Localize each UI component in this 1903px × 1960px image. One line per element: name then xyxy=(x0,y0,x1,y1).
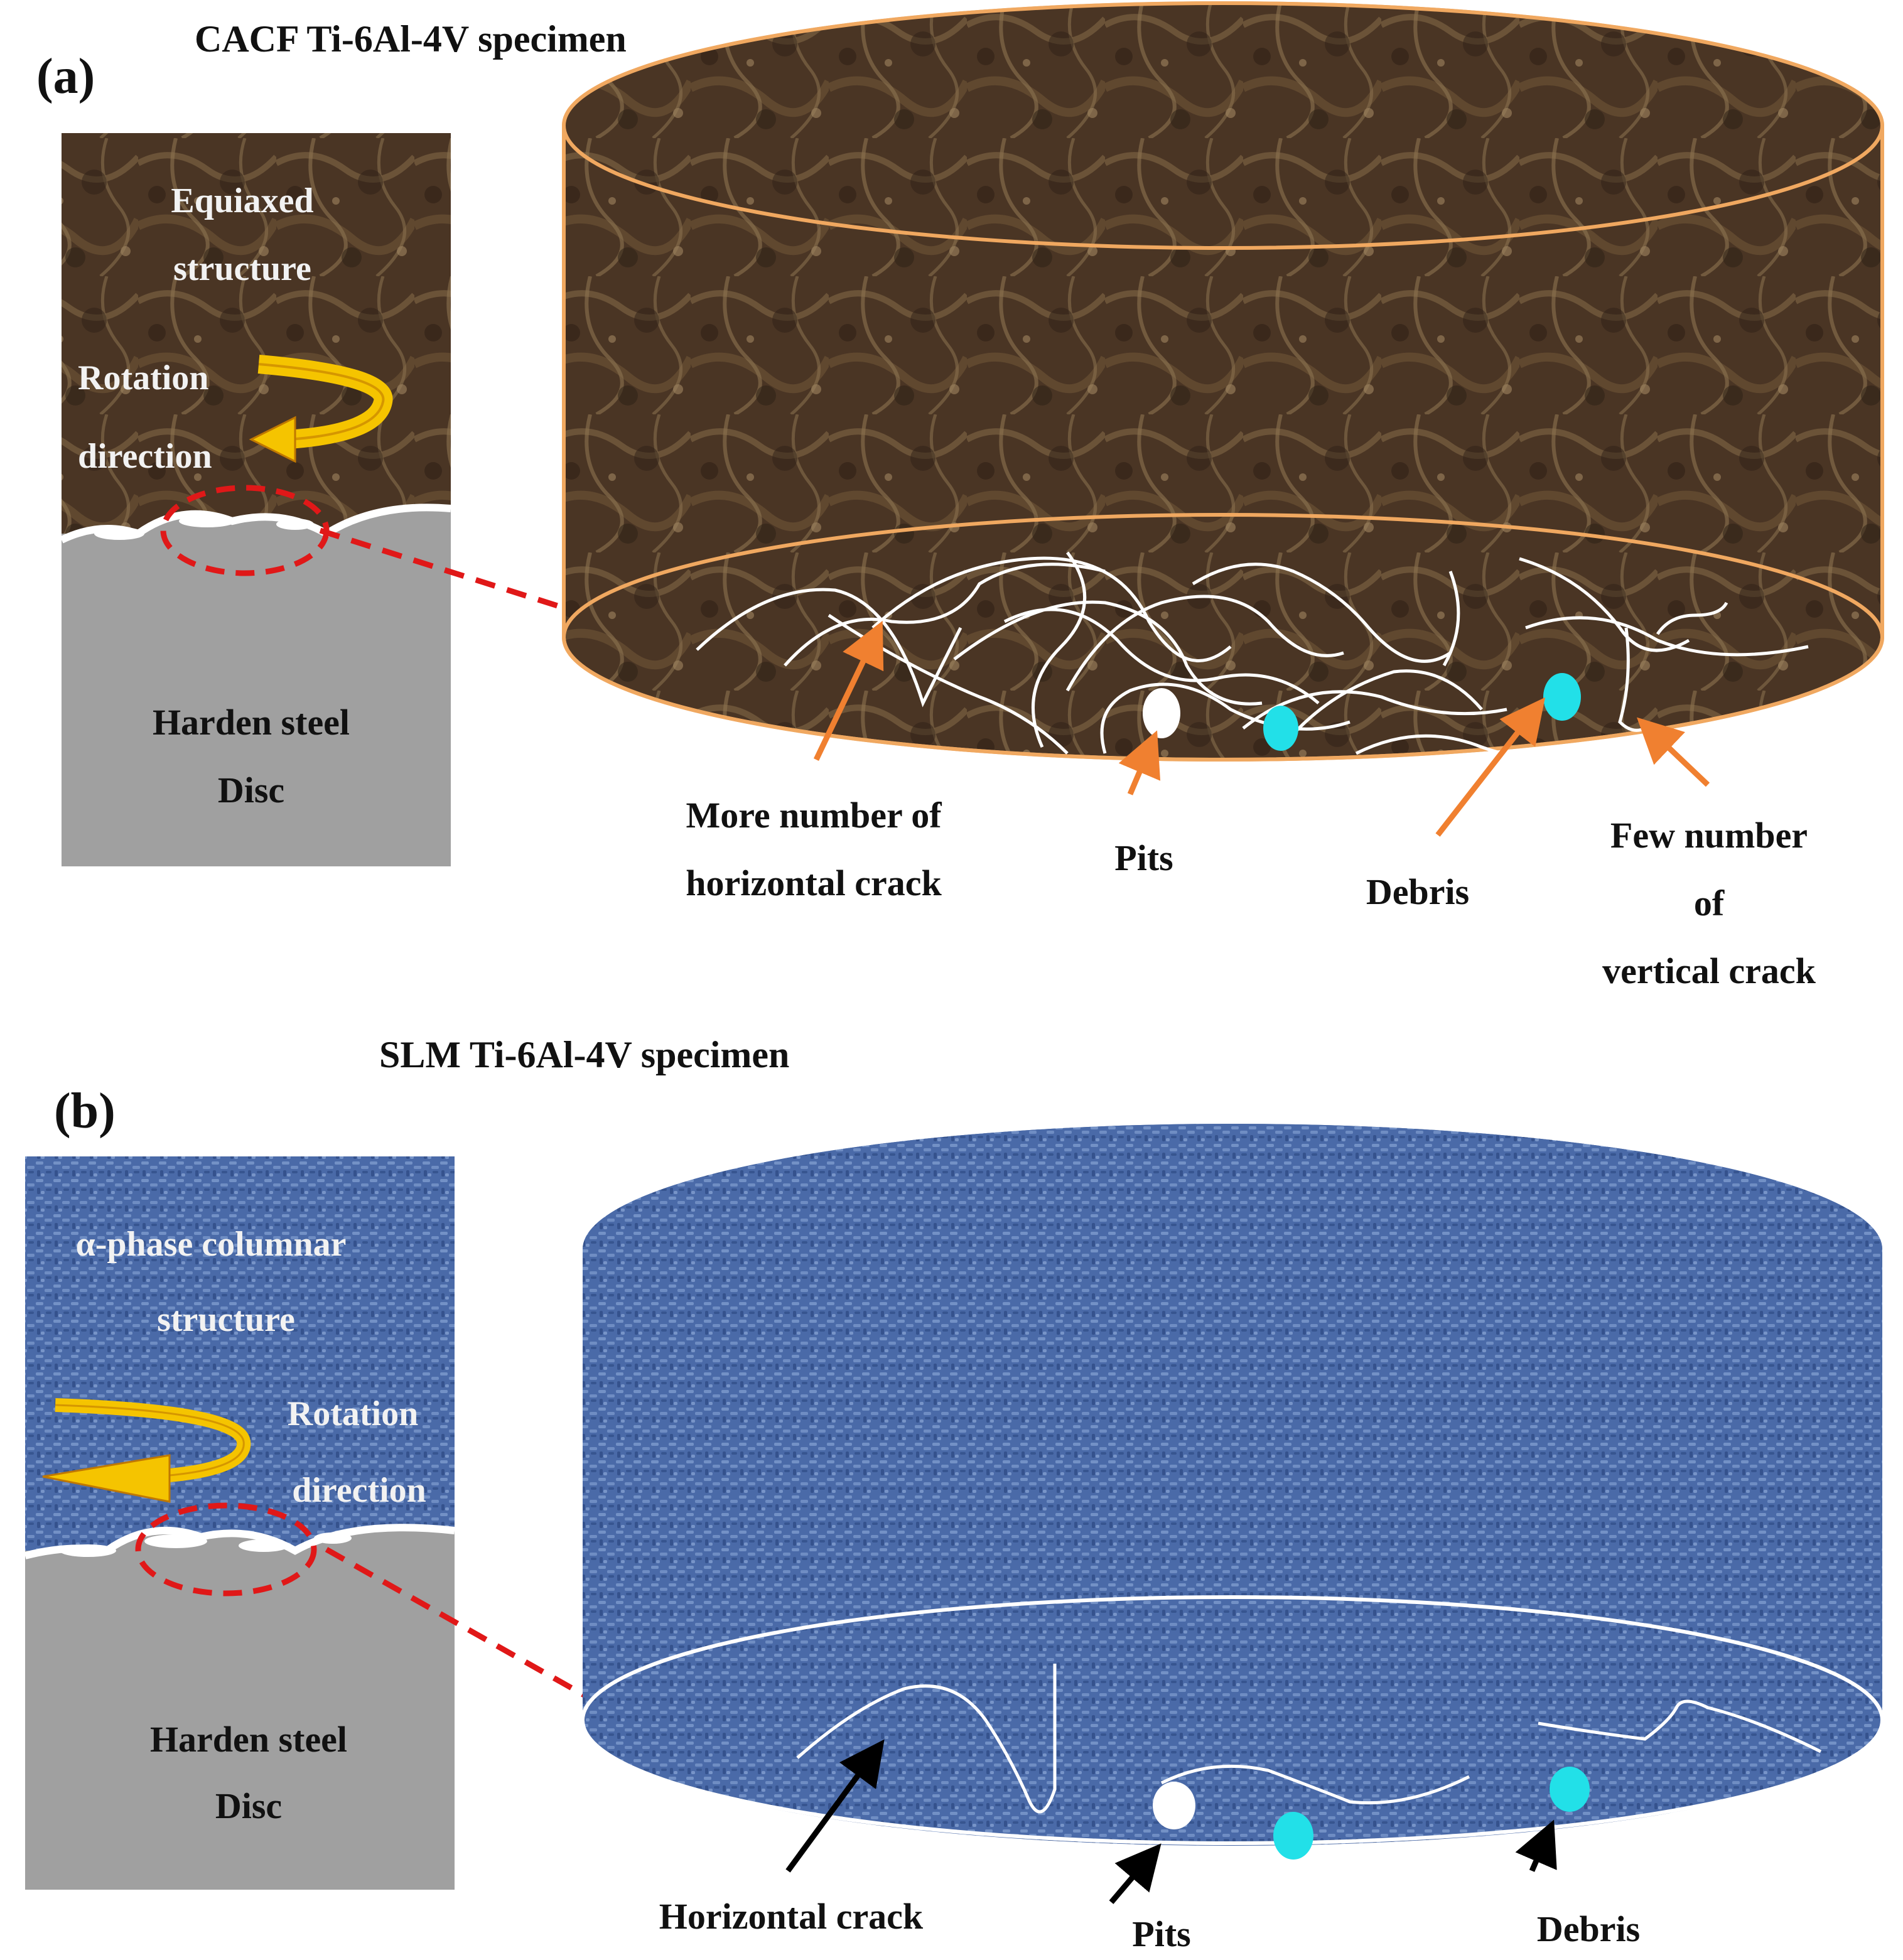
debris-marker xyxy=(1543,673,1581,721)
panel-b-title: SLM Ti-6Al-4V specimen xyxy=(379,1034,789,1075)
cylinder-top xyxy=(583,1124,1882,1375)
specimen-texture xyxy=(25,1156,455,1558)
rotation-label: direction xyxy=(78,437,212,476)
callout-vertical-label: Few number xyxy=(1610,815,1808,856)
disc-label: Harden steel xyxy=(150,1719,347,1760)
worn-surface-ellipse xyxy=(562,513,1884,762)
crack-callout-arrow xyxy=(813,620,884,761)
rotation-arrow-icon xyxy=(249,355,393,463)
callout-pits-label: Pits xyxy=(1132,1914,1190,1954)
structure-label: structure xyxy=(157,1300,295,1339)
panel-a-specimen-block: Equiaxed structure Rotation direction Ha… xyxy=(60,133,451,866)
callout-cracks-label: horizontal crack xyxy=(686,863,942,903)
panel-b-specimen-block: α-phase columnar structure Rotation dire… xyxy=(24,1156,455,1890)
disc-label: Disc xyxy=(218,770,284,810)
horizontal-cracks xyxy=(796,1664,1822,1814)
panel-b-callout-arrows xyxy=(785,1739,1557,1904)
callout-debris-label: Debris xyxy=(1537,1909,1640,1949)
disc-body xyxy=(25,1551,455,1890)
callout-pits-label: Pits xyxy=(1114,837,1173,878)
debris-marker xyxy=(1273,1812,1313,1860)
structure-label: Equiaxed xyxy=(171,181,313,220)
debris-marker xyxy=(1263,706,1298,751)
debris-callout-arrow xyxy=(1515,1819,1557,1872)
callout-vertical-label: of xyxy=(1694,883,1725,923)
wear-particle xyxy=(179,515,235,527)
rotation-arrow-icon xyxy=(42,1398,251,1503)
zoom-pointer-arrow xyxy=(319,527,647,634)
wear-particle xyxy=(144,1534,207,1548)
panel-a-title: CACF Ti-6Al-4V specimen xyxy=(195,18,627,60)
disc-body xyxy=(62,534,451,866)
panel-a-callout-arrows xyxy=(813,620,1710,837)
vertical-cracks xyxy=(1618,601,1728,732)
structure-label: α-phase columnar xyxy=(75,1225,346,1264)
crack-callout-arrow xyxy=(785,1739,885,1873)
callout-vertical-label: vertical crack xyxy=(1602,950,1816,991)
wear-particle xyxy=(239,1539,289,1552)
rotation-label: Rotation xyxy=(288,1394,418,1433)
panel-a-cylinder xyxy=(562,1,1884,762)
vertical-crack-callout-arrow xyxy=(1636,717,1710,787)
pit-marker xyxy=(1153,1782,1195,1829)
panel-a: (a) CACF Ti-6Al-4V specimen Equiaxed str… xyxy=(36,1,1884,991)
specimen-texture xyxy=(62,133,451,541)
structure-label: structure xyxy=(173,249,311,288)
worn-surface-ellipse xyxy=(581,1595,1884,1845)
debris-callout-arrow xyxy=(1435,697,1546,837)
contact-zone-ellipse xyxy=(135,1502,317,1597)
pit-marker xyxy=(1143,688,1180,738)
disc-label: Harden steel xyxy=(153,702,350,743)
panel-b: (b) SLM Ti-6Al-4V specimen α-phase colum… xyxy=(24,1034,1884,1954)
callout-cracks-label: Horizontal crack xyxy=(659,1896,924,1937)
pits-callout-arrow xyxy=(1118,730,1161,795)
cylinder-top xyxy=(562,1,1884,250)
debris-marker xyxy=(1550,1767,1590,1812)
pits-callout-arrow xyxy=(1109,1843,1162,1904)
disc-label: Disc xyxy=(215,1785,282,1826)
panel-a-label: (a) xyxy=(36,49,95,104)
wear-particle xyxy=(276,519,314,530)
panel-b-label: (b) xyxy=(54,1084,116,1139)
rotation-label: Rotation xyxy=(78,358,208,397)
rotation-label: direction xyxy=(292,1471,426,1510)
wear-particle xyxy=(94,527,144,540)
callout-cracks-label: More number of xyxy=(686,795,942,836)
wear-particle xyxy=(314,1532,352,1544)
callout-debris-label: Debris xyxy=(1366,871,1469,912)
wear-particle xyxy=(60,1544,116,1557)
panel-b-cylinder xyxy=(581,1124,1884,1860)
